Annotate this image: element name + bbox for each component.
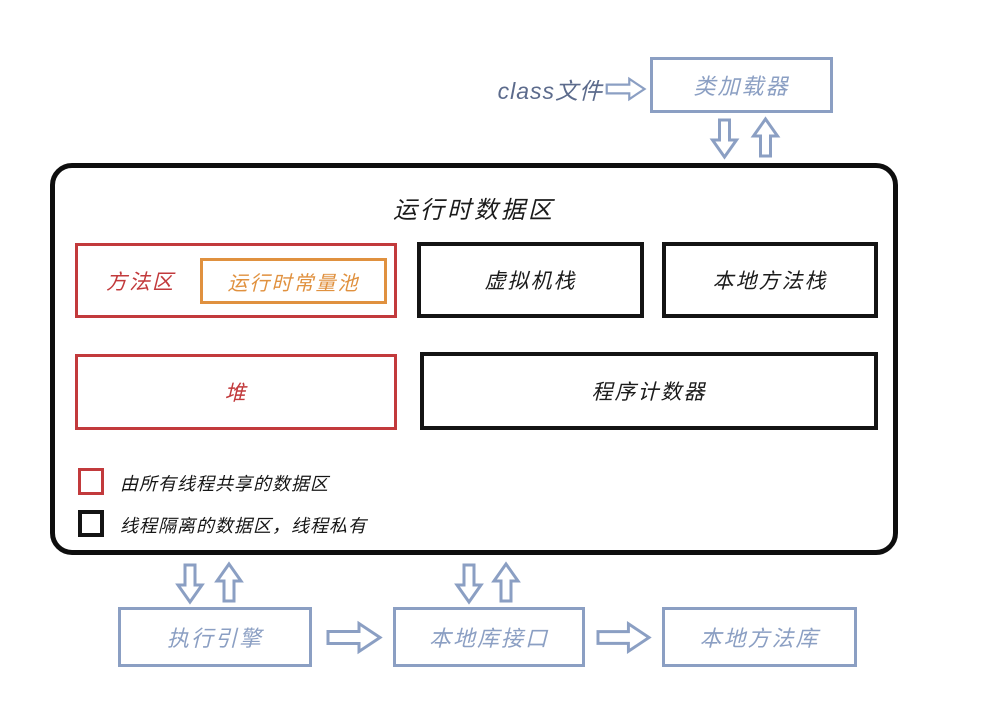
legend-private-swatch (78, 510, 104, 537)
right-arrow-icon (326, 620, 383, 655)
program-counter-label: 程序计数器 (591, 381, 707, 404)
down-arrow-icon (175, 563, 205, 605)
runtime-constant-pool-label: 运行时常量池 (227, 272, 360, 295)
class-file-label: class文件 (497, 78, 603, 104)
program-counter-box: 程序计数器 (420, 352, 878, 430)
vm-stack-label: 虚拟机栈 (484, 270, 577, 293)
native-library-interface-box: 本地库接口 (393, 607, 585, 667)
runtime-constant-pool-box: 运行时常量池 (200, 258, 387, 304)
native-method-stack-box: 本地方法栈 (662, 242, 878, 318)
runtime-data-area-title: 运行时数据区 (393, 197, 555, 224)
vm-stack-box: 虚拟机栈 (417, 242, 644, 318)
class-loader-box: 类加载器 (650, 57, 833, 113)
method-area-label: 方法区 (106, 270, 175, 294)
legend-shared-label: 由所有线程共享的数据区 (120, 474, 329, 494)
right-arrow-icon (605, 76, 647, 102)
up-arrow-icon (750, 116, 781, 158)
down-arrow-icon (709, 118, 740, 160)
right-arrow-icon (596, 621, 652, 654)
up-arrow-icon (491, 561, 521, 603)
up-arrow-icon (214, 561, 244, 603)
native-method-library-label: 本地方法库 (699, 626, 820, 651)
class-loader-label: 类加载器 (693, 74, 790, 99)
legend-shared-swatch (78, 468, 104, 495)
execution-engine-box: 执行引擎 (118, 607, 312, 667)
heap-label: 堆 (224, 382, 248, 405)
native-method-library-box: 本地方法库 (662, 607, 857, 667)
down-arrow-icon (454, 563, 484, 605)
native-method-stack-label: 本地方法栈 (712, 270, 828, 293)
execution-engine-label: 执行引擎 (166, 626, 263, 651)
heap-box: 堆 (75, 354, 397, 430)
legend-private-label: 线程隔离的数据区，线程私有 (120, 516, 367, 536)
native-library-interface-label: 本地库接口 (428, 626, 549, 651)
